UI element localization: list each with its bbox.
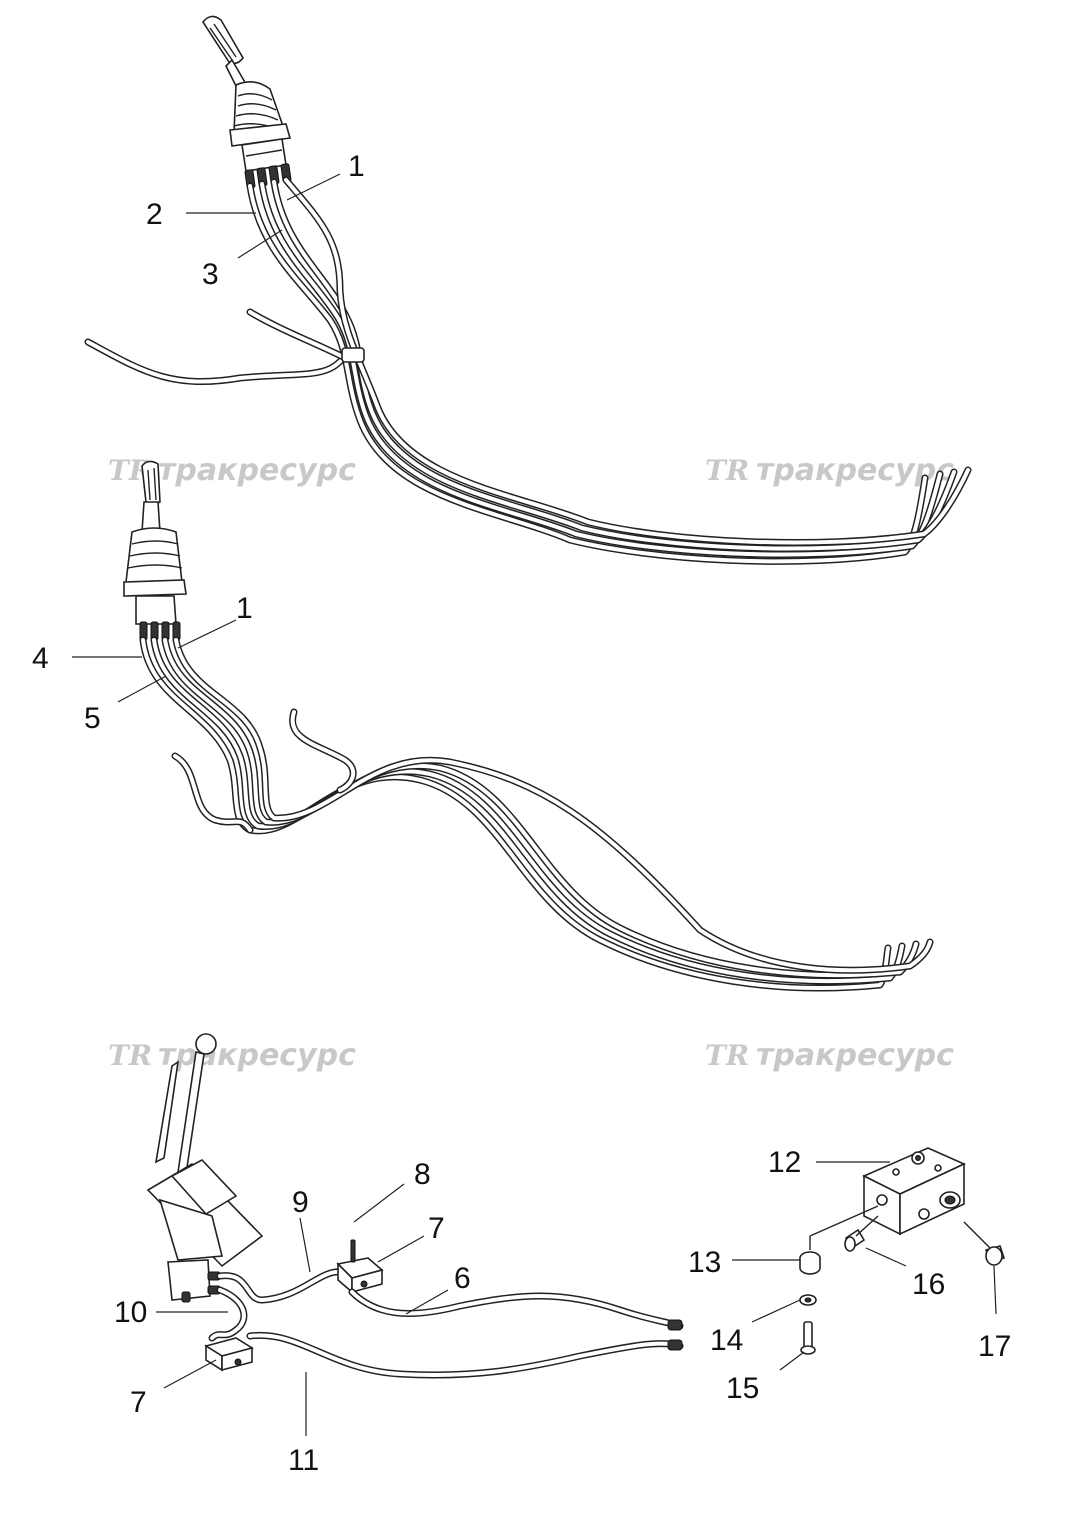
callout-11: 11 [288,1444,319,1477]
watermark-text: тракресурс [158,453,356,488]
leader-line [237,229,283,259]
watermark-text: тракресурс [158,1038,356,1073]
callout-6: 6 [454,1262,471,1295]
callout-16: 16 [912,1268,945,1301]
pedal-assembly [146,1033,264,1303]
watermark-text: тракресурс [756,1038,954,1073]
hose-bundle-top [84,176,972,565]
leader-line [751,1299,801,1323]
callout-7: 7 [130,1386,147,1419]
watermark-logo: TR [108,1039,152,1072]
bushing-13 [799,1251,821,1275]
valve-block-7-upper [336,1239,384,1294]
bolt-8 [350,1239,356,1263]
callout-17: 17 [978,1330,1011,1363]
joystick-assembly-top [202,15,292,189]
callout-12: 12 [768,1146,801,1179]
fitting-17 [984,1245,1006,1266]
leader-line [993,1265,997,1315]
callout-5: 5 [84,702,101,735]
leader-line [353,1183,405,1223]
callout-15: 15 [726,1372,759,1405]
rubber-boot [125,527,183,588]
valve-block-12 [862,1147,966,1236]
fitting-16 [844,1228,866,1252]
joystick-handle [141,460,161,505]
leader-line [865,1247,907,1267]
hose-10 [208,1286,248,1342]
callout-2: 2 [146,198,163,231]
leader-line [377,1235,425,1263]
valve-block-7-lower [204,1337,254,1372]
leader-line [117,675,167,703]
leader-line [779,1351,805,1371]
hose-11 [246,1331,684,1379]
watermark-top-left: TR тракресурс [108,453,356,488]
joystick-assembly-middle [123,460,187,641]
callout-4: 4 [32,642,49,675]
callout-8: 8 [414,1158,431,1191]
valve-body [135,595,177,625]
callout-10: 10 [114,1296,147,1329]
leader-line [177,619,237,649]
pedal-valve-body [167,1259,211,1301]
washer-14 [799,1294,817,1306]
leader-line [163,1359,217,1389]
joystick-handle [202,15,244,65]
leader-line [299,1217,311,1273]
callout-14: 14 [710,1324,743,1357]
watermark-top-right: TR тракресурс [705,453,954,488]
leader-line [286,173,341,201]
watermark-logo: TR [705,1039,749,1072]
lever-knob [195,1033,217,1055]
callout-3: 3 [202,258,219,291]
bolt-15 [800,1321,816,1355]
callout-1: 1 [348,150,365,183]
callout-13: 13 [688,1246,721,1279]
leader-line [405,1289,449,1315]
callout-9: 9 [292,1186,309,1219]
hose-bundle-middle [139,636,934,992]
watermark-logo: TR [705,454,749,487]
callout-7: 7 [428,1212,445,1245]
watermark-bottom-left: TR тракресурс [108,1038,356,1073]
callout-1: 1 [236,592,253,625]
watermark-bottom-right: TR тракресурс [705,1038,954,1073]
